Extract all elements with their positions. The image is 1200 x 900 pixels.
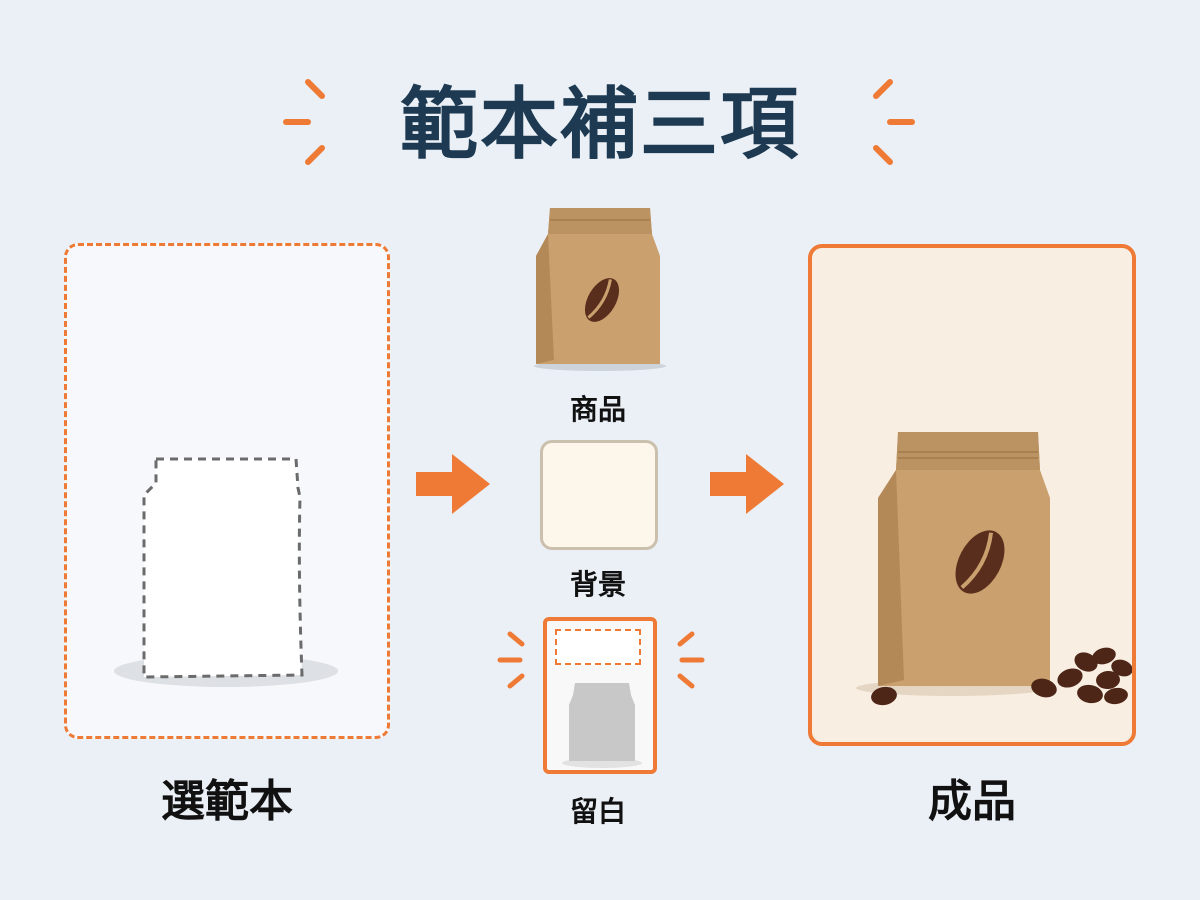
arrow-right-icon <box>710 454 784 514</box>
margin-area <box>555 629 641 665</box>
arrow-right-icon <box>416 454 490 514</box>
result-label: 成品 <box>928 776 1016 827</box>
background-label: 背景 <box>569 568 626 601</box>
margin-label: 留白 <box>569 795 626 828</box>
bag-placeholder-icon <box>562 683 642 768</box>
title-spark-right-icon <box>873 79 915 165</box>
coffee-bag-icon <box>534 208 666 371</box>
margin-spark-right-icon <box>677 631 705 689</box>
coffee-bag-icon <box>856 432 1132 706</box>
bag-outline-icon <box>114 457 338 687</box>
page-title: 範本補三項 <box>399 79 800 170</box>
background-swatch[interactable] <box>540 440 658 550</box>
result-box[interactable] <box>808 244 1136 746</box>
margin-box[interactable] <box>543 617 657 774</box>
margin-spark-left-icon <box>497 631 525 689</box>
template-box[interactable] <box>64 243 390 739</box>
title-spark-left-icon <box>283 79 325 165</box>
product-label: 商品 <box>569 393 626 426</box>
template-label: 選範本 <box>161 776 293 827</box>
